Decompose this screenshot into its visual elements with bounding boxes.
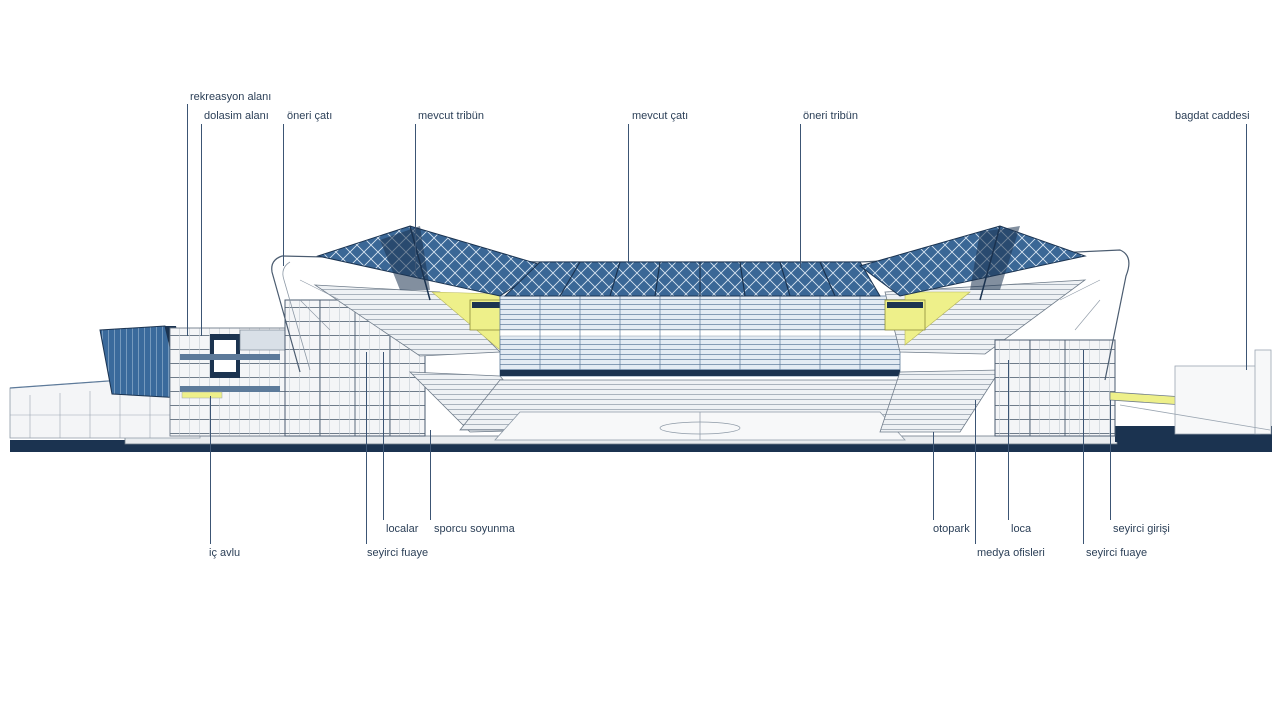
label-bagdat-caddesi: bagdat caddesi xyxy=(1175,110,1250,122)
leader-seyirci-fuaye-left xyxy=(366,352,367,544)
leader-seyirci-fuaye-right xyxy=(1083,350,1084,544)
label-ic-avlu: iç avlu xyxy=(209,547,241,559)
label-sporcu-soyunma: sporcu soyunma xyxy=(434,523,515,535)
label-loca: loca xyxy=(1011,523,1032,535)
leader-ic-avlu xyxy=(210,396,211,544)
label-seyirci-fuaye-right: seyirci fuaye xyxy=(1086,547,1148,559)
far-stand xyxy=(459,295,941,431)
leader-locallar xyxy=(383,352,384,520)
label-medya-ofisleri: medya ofisleri xyxy=(977,547,1045,559)
label-rekreasyon-alani: rekreasyon alanı xyxy=(190,91,272,103)
label-oneri-tribun: öneri tribün xyxy=(803,110,859,122)
label-locallar: localar xyxy=(386,523,419,535)
left-recreation-block xyxy=(169,327,286,437)
leader-bagdat-caddesi xyxy=(1246,124,1247,370)
leader-mevcut-tribun xyxy=(415,124,416,274)
label-otopark: otopark xyxy=(933,523,970,535)
leader-rekreasyon-alani xyxy=(187,104,188,336)
leader-otopark xyxy=(933,432,934,520)
label-mevcut-cati: mevcut çatı xyxy=(632,110,689,122)
leader-oneri-tribun xyxy=(800,124,801,268)
label-dolasim-alani: dolasim alanı xyxy=(204,110,269,122)
label-mevcut-tribun: mevcut tribün xyxy=(418,110,485,122)
right-entry-ramp xyxy=(1109,349,1272,435)
leader-loca xyxy=(1008,360,1009,520)
central-roof-truss xyxy=(503,261,881,297)
label-oneri-cati: öneri çatı xyxy=(287,110,333,122)
leader-sporcu-soyunma xyxy=(430,430,431,520)
right-roof-truss xyxy=(858,225,1087,301)
leader-oneri-cati xyxy=(283,124,284,266)
right-stand-structure xyxy=(879,279,1116,437)
label-seyirci-fuaye-left: seyirci fuaye xyxy=(367,547,429,559)
leader-mevcut-cati xyxy=(628,124,629,262)
leader-seyirci-girisi xyxy=(1110,400,1111,520)
pitch xyxy=(494,411,906,441)
leader-medya-ofisleri xyxy=(975,400,976,544)
leader-dolasim-alani xyxy=(201,124,202,336)
label-seyirci-girisi: seyirci girişi xyxy=(1113,523,1170,535)
